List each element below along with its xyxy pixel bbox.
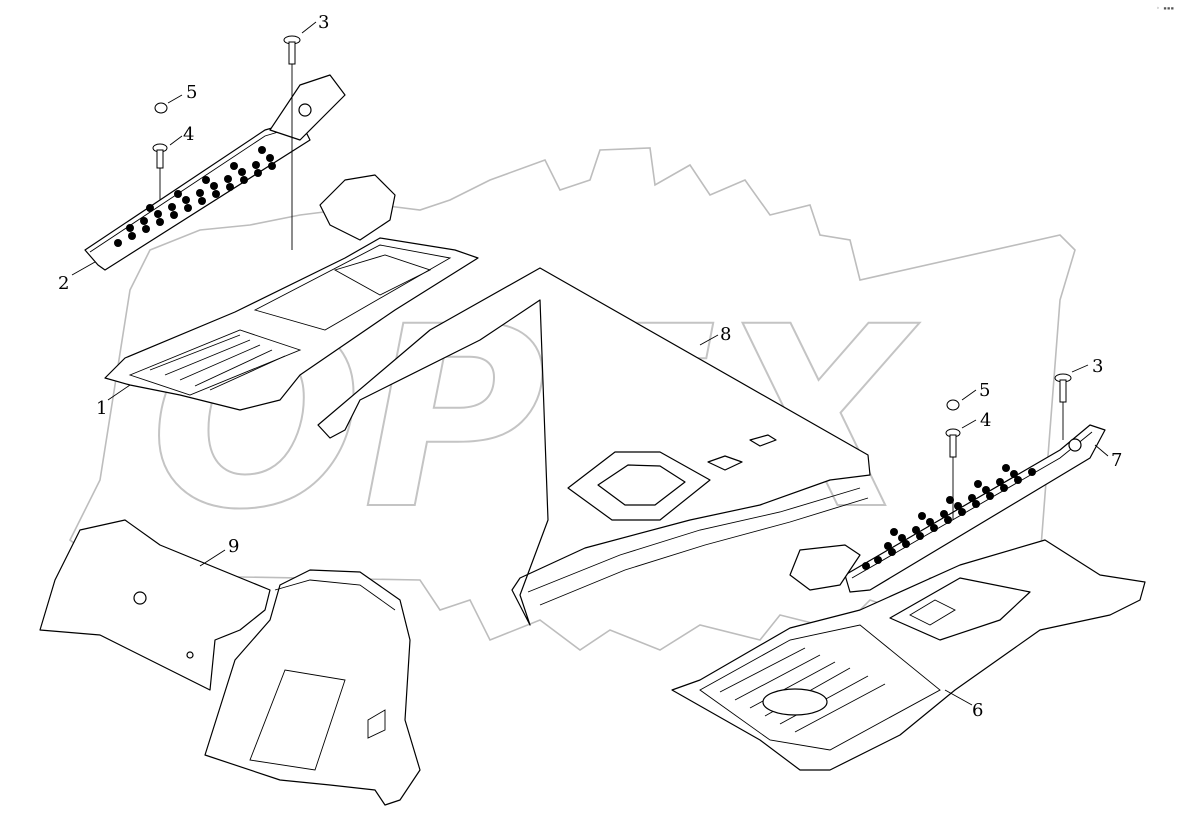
- callout-5-right: 5: [979, 380, 990, 401]
- callout-7: 7: [1111, 450, 1122, 471]
- leader-lines: [71, 21, 1109, 706]
- callout-8: 8: [720, 324, 731, 345]
- mat-grommet: [762, 688, 828, 716]
- callout-2: 2: [58, 273, 69, 294]
- part-6-floor-mat-right: [671, 539, 1146, 771]
- grommet-hole: [133, 591, 147, 605]
- screw-3-left: [283, 35, 301, 65]
- callouts: 1 2 3 4 5 8 9 3 4 5 7 6: [58, 12, 1122, 721]
- watermark-gear: [68, 147, 1076, 651]
- callout-4-right: 4: [980, 410, 991, 431]
- callout-3-left: 3: [318, 12, 329, 33]
- part-9-console-cover: [39, 519, 421, 806]
- callout-5-left: 5: [186, 82, 197, 103]
- corner-mark: ◦ ▪▪▪: [1156, 5, 1174, 12]
- cap-5-right: [946, 399, 960, 411]
- right-mount-block: [789, 544, 861, 591]
- bracket-hole: [298, 103, 312, 117]
- part-1-floor-mat-left: [104, 174, 479, 411]
- cap-5-left: [154, 102, 168, 114]
- perforation-holes: [114, 146, 276, 247]
- screw-4-left: [152, 143, 168, 169]
- callout-1: 1: [96, 398, 107, 419]
- callout-6: 6: [972, 700, 983, 721]
- screw-4-right: [945, 428, 961, 458]
- callout-4-left: 4: [183, 124, 194, 145]
- part-7-step-plate-right: [844, 424, 1106, 593]
- callout-3-right: 3: [1092, 356, 1103, 377]
- screw-3-right: [1054, 373, 1072, 403]
- perforation-holes-right: [862, 464, 1036, 570]
- part-8-center-panel: [317, 267, 871, 626]
- part-2-step-plate-left: [84, 119, 311, 271]
- callout-9: 9: [228, 536, 239, 557]
- bracket-hole-right: [1068, 438, 1082, 452]
